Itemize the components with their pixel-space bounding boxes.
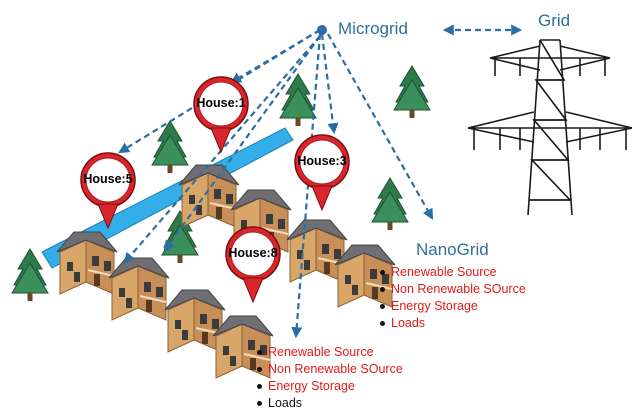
list-item: Non Renewable SOurce bbox=[380, 281, 526, 298]
house-icon bbox=[108, 257, 170, 321]
pine-tree-icon bbox=[279, 73, 317, 127]
house-icon bbox=[56, 231, 118, 295]
list-item: Loads bbox=[380, 315, 526, 332]
location-pin-icon bbox=[294, 134, 350, 211]
nanogrid-label: NanoGrid bbox=[416, 240, 489, 259]
list-item: Renewable Source bbox=[257, 344, 403, 361]
grid-label: Grid bbox=[538, 11, 571, 30]
microgrid-label: Microgrid bbox=[338, 19, 408, 38]
microgrid-hub-dot bbox=[317, 25, 327, 35]
location-pin-icon bbox=[225, 226, 281, 303]
nanogrid-component-list: Renewable Source Non Renewable SOurce En… bbox=[380, 264, 526, 332]
microgrid-arrow bbox=[118, 29, 321, 154]
list-item: Energy Storage bbox=[380, 298, 526, 315]
list-item: Renewable Source bbox=[380, 264, 526, 281]
microgrid-arrow bbox=[163, 35, 321, 252]
pine-tree-icon bbox=[393, 65, 431, 119]
house-8-label: House:8 bbox=[228, 246, 278, 260]
pine-tree-icon bbox=[371, 177, 409, 231]
house-component-list: Renewable Source Non Renewable SOurce En… bbox=[257, 344, 403, 412]
pine-tree-icon bbox=[11, 248, 49, 302]
transmission-tower-icon bbox=[467, 39, 633, 216]
list-item: Non Renewable SOurce bbox=[257, 361, 403, 378]
microgrid-arrow bbox=[320, 33, 339, 135]
microgrid-arrow bbox=[327, 33, 434, 220]
house-5-label: House:5 bbox=[83, 172, 133, 186]
house-3-label: House:3 bbox=[297, 154, 347, 168]
location-pin-icon bbox=[193, 76, 249, 153]
list-item: Loads bbox=[257, 395, 403, 412]
list-item: Energy Storage bbox=[257, 378, 403, 395]
house-1-label: House:1 bbox=[196, 96, 246, 110]
